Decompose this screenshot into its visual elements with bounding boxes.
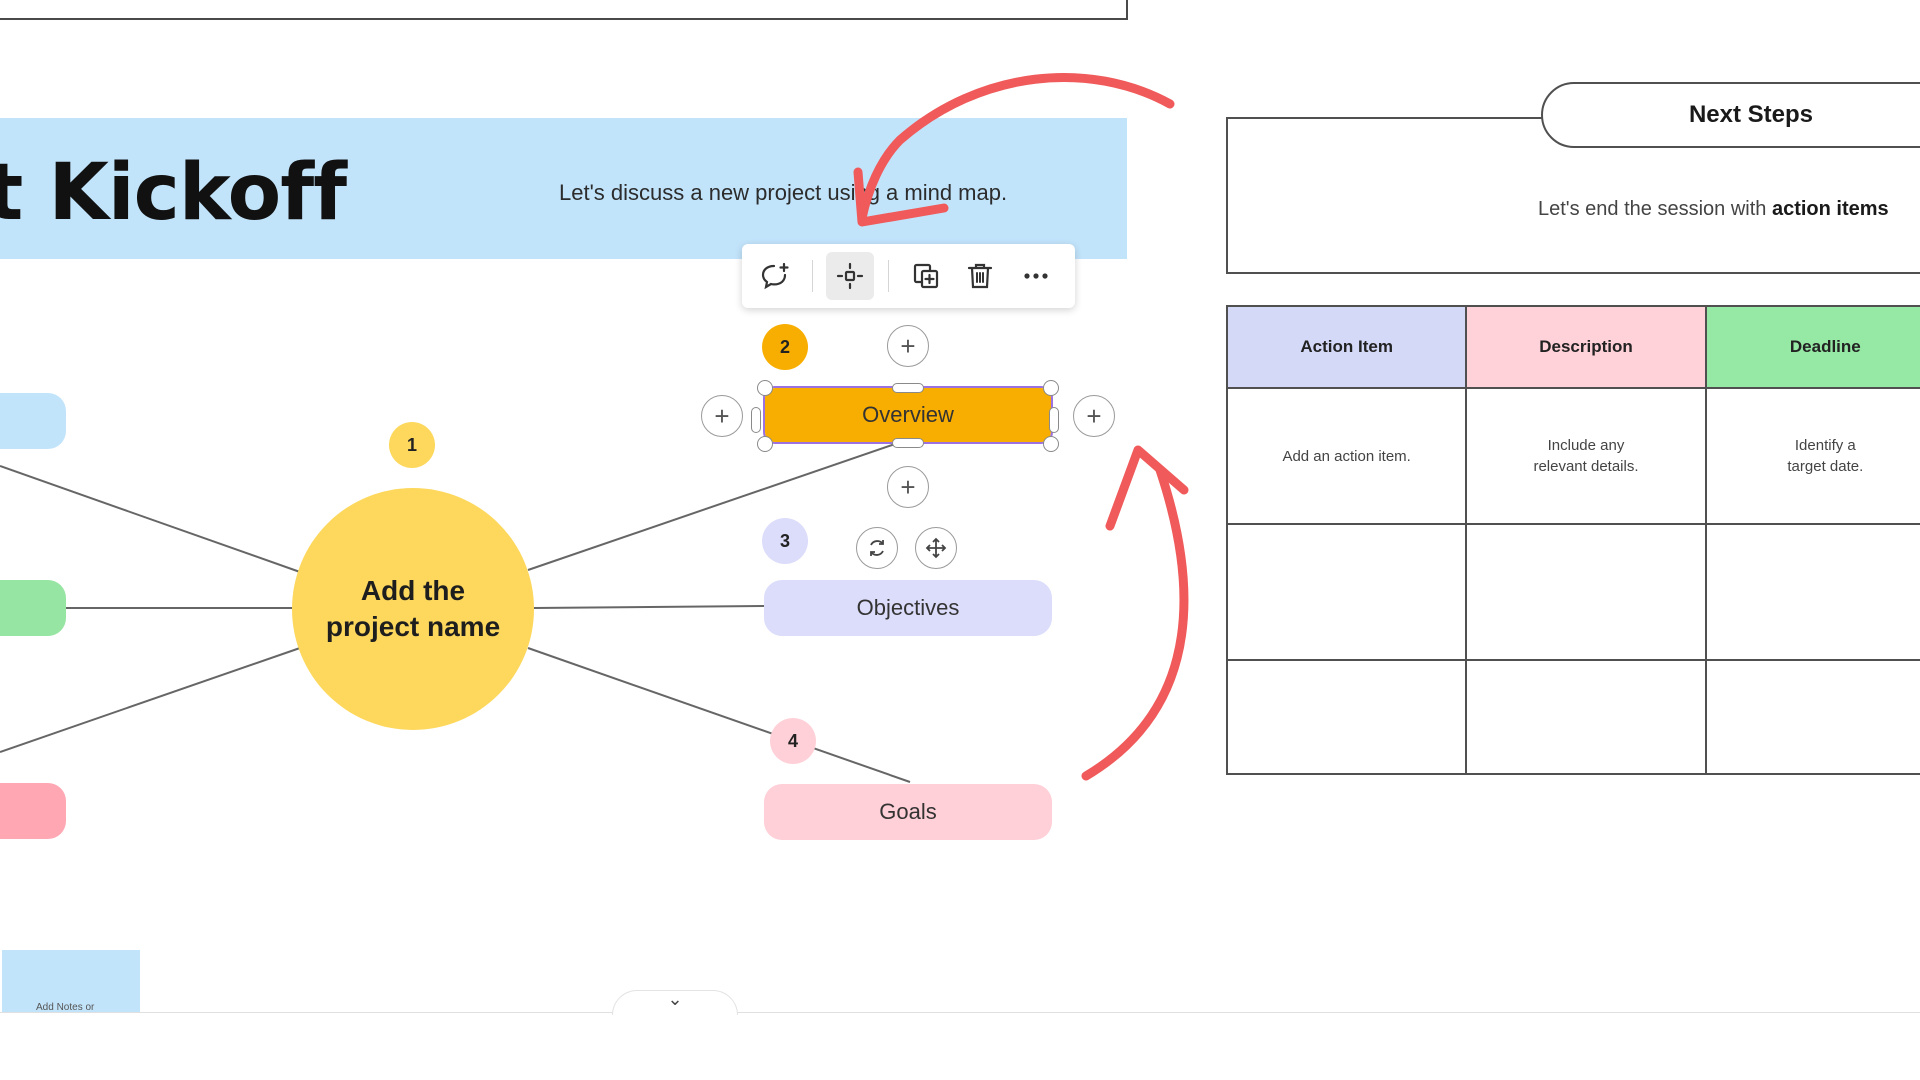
table-cell[interactable]: [1225, 523, 1468, 661]
table-cell[interactable]: [1465, 659, 1707, 775]
connector-overview: [527, 443, 896, 571]
header-deadline[interactable]: Deadline: [1704, 305, 1920, 389]
node-objectives[interactable]: Objectives: [764, 580, 1052, 636]
node-goals-label: Goals: [879, 799, 937, 824]
central-node-line2: project name: [325, 611, 501, 642]
toolbar-separator: [812, 260, 813, 292]
add-node-right-button[interactable]: +: [1073, 395, 1115, 437]
badge-1: 1: [389, 422, 435, 468]
resize-handle-bottom-right[interactable]: [1043, 436, 1059, 452]
toolbar-separator: [888, 260, 889, 292]
badge-3: 3: [762, 518, 808, 564]
next-steps-header[interactable]: Next Steps: [1541, 82, 1920, 148]
table-cell[interactable]: [1225, 659, 1468, 775]
add-node-bottom-button[interactable]: +: [887, 466, 929, 508]
badge-4: 4: [770, 718, 816, 764]
more-icon: [1024, 273, 1048, 279]
table-cell[interactable]: Add an action item.: [1225, 387, 1468, 525]
left-node-blue[interactable]: [0, 393, 66, 449]
banner-subtitle: Let's discuss a new project using a mind…: [559, 180, 1008, 205]
central-node[interactable]: Add the project name: [292, 488, 534, 730]
cell-text: Add an action item.: [1282, 447, 1411, 465]
resize-handle-top-left[interactable]: [757, 380, 773, 396]
connector-objectives: [533, 605, 765, 609]
node-overview-label: Overview: [862, 402, 954, 427]
table-cell[interactable]: [1704, 659, 1920, 775]
next-steps-subtitle: Let's end the session with action items: [1538, 198, 1889, 221]
table-row: [1225, 523, 1920, 661]
kickoff-banner[interactable]: t Kickoff Let's discuss a new project us…: [0, 118, 1127, 259]
node-goals[interactable]: Goals: [764, 784, 1052, 840]
selection-toolbar: [742, 244, 1075, 308]
arrow-top-head: [853, 167, 949, 227]
table-header-row: Action Item Description Deadline: [1225, 305, 1920, 389]
add-node-top-button[interactable]: +: [887, 325, 929, 367]
move-button[interactable]: [915, 527, 957, 569]
sticky-note[interactable]: Add Notes or: [2, 950, 140, 1012]
badge-2: 2: [762, 324, 808, 370]
chevron-down-icon: ⌄: [667, 989, 683, 1009]
table-cell[interactable]: Include any relevant details.: [1465, 387, 1707, 525]
connector-left-top: [0, 465, 301, 573]
arrow-bottom-head: [1105, 445, 1189, 531]
resize-handle-left[interactable]: [751, 407, 761, 433]
header-description[interactable]: Description: [1465, 305, 1707, 389]
resize-handle-top-right[interactable]: [1043, 380, 1059, 396]
table-cell[interactable]: [1465, 523, 1707, 661]
resize-handle-top[interactable]: [892, 383, 924, 393]
central-node-line1: Add the: [360, 575, 466, 606]
focus-button[interactable]: [826, 252, 874, 300]
table-row: Add an action item. Include any relevant…: [1225, 387, 1920, 525]
resize-handle-bottom-left[interactable]: [757, 436, 773, 452]
table-cell[interactable]: [1704, 523, 1920, 661]
trash-icon: [967, 263, 993, 289]
focus-icon: [836, 262, 864, 290]
action-items-table: Action Item Description Deadline Add an …: [1225, 305, 1920, 775]
comment-add-icon: [761, 262, 789, 290]
sticky-note-text: Add Notes or: [36, 1002, 95, 1012]
arrow-bottom: [1081, 465, 1189, 781]
cell-text: Identify a target date.: [1787, 437, 1864, 475]
left-node-green[interactable]: [0, 580, 66, 636]
duplicate-icon: [913, 263, 939, 289]
bottom-panel-toggle[interactable]: ⌄: [612, 989, 738, 1015]
banner-title: t Kickoff: [0, 148, 347, 238]
cell-text: Include any relevant details.: [1533, 437, 1639, 475]
bottom-panel-divider: [0, 1012, 1920, 1013]
table-row: [1225, 659, 1920, 775]
resize-handle-right[interactable]: [1049, 407, 1059, 433]
move-icon: [925, 537, 947, 559]
rotate-icon: [870, 540, 884, 556]
left-node-red[interactable]: [0, 783, 66, 839]
add-comment-button[interactable]: [751, 252, 799, 300]
node-overview[interactable]: Overview: [763, 386, 1053, 444]
frame-top-edge: [0, 0, 1128, 20]
connector-left-bottom: [0, 647, 301, 753]
resize-handle-bottom[interactable]: [892, 438, 924, 448]
header-action-item[interactable]: Action Item: [1225, 305, 1468, 389]
connector-goals: [527, 647, 911, 783]
table-cell[interactable]: Identify a target date.: [1704, 387, 1920, 525]
next-steps-subtitle-text: Let's end the session with: [1538, 198, 1772, 220]
add-node-left-button[interactable]: +: [701, 395, 743, 437]
more-options-button[interactable]: [1012, 252, 1060, 300]
next-steps-subtitle-bold: action items: [1771, 198, 1889, 220]
node-objectives-label: Objectives: [856, 595, 960, 620]
rotate-button[interactable]: [856, 527, 898, 569]
delete-button[interactable]: [956, 252, 1004, 300]
duplicate-button[interactable]: [902, 252, 950, 300]
arrow-top: [857, 73, 1175, 223]
